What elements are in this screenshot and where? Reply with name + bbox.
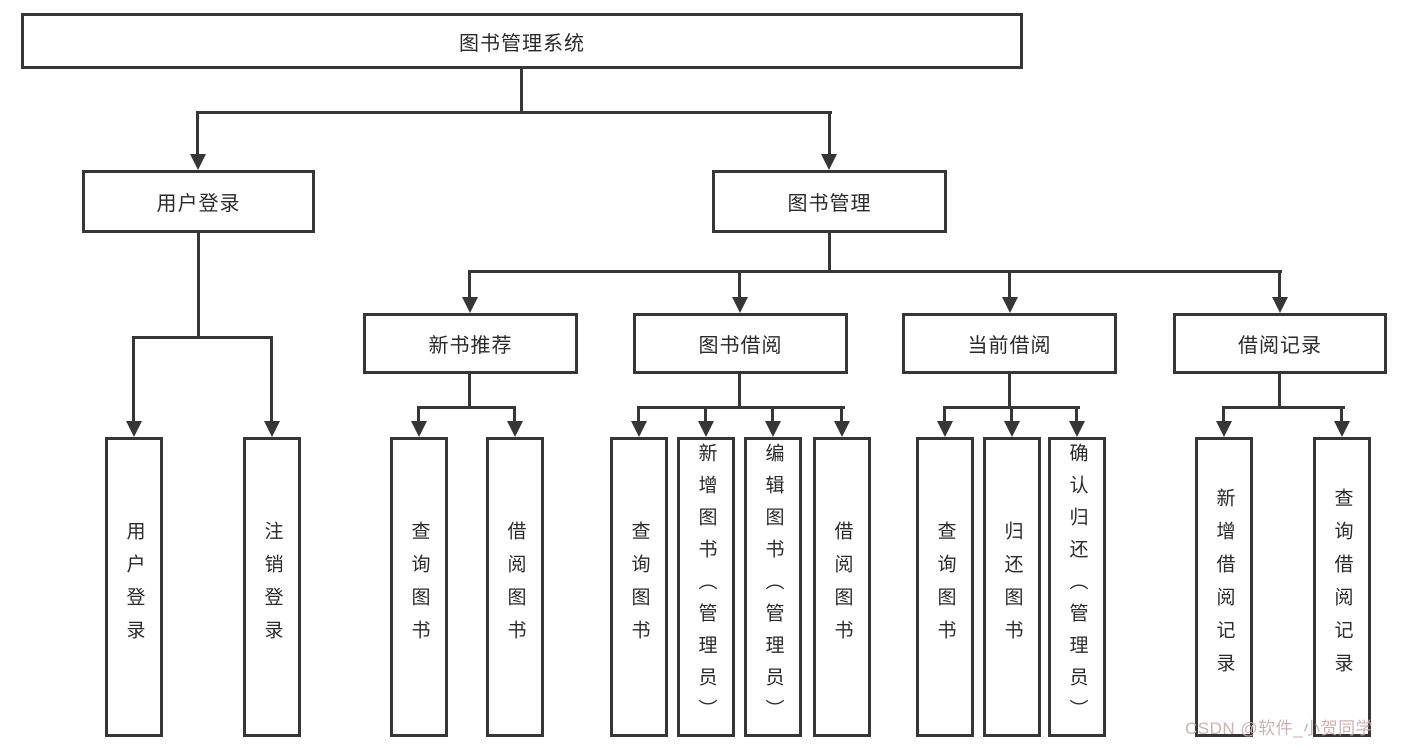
connector-current-borrowing-drop <box>1008 270 1011 297</box>
connector-book-management-stem <box>828 233 831 270</box>
leaf-borrowing-borrow-books: 借阅图书 <box>813 437 871 737</box>
leaf-records-query-record: 查询借阅记录 <box>1313 437 1371 737</box>
arrowhead-new-book-recommend <box>462 297 478 313</box>
arrowhead-user-login <box>190 154 206 170</box>
leaf-borrowing-add-books-admin-label: 新增图书（管理员） <box>695 443 717 731</box>
connector-borrowing-edit-drop <box>771 406 774 421</box>
node-book-management-label: 图书管理 <box>787 193 872 215</box>
connector-borrowing-query-drop <box>637 406 640 421</box>
arrowhead-book-borrowing <box>732 297 748 313</box>
node-new-book-recommend: 新书推荐 <box>363 313 578 374</box>
leaf-recommend-query-books: 查询图书 <box>390 437 448 737</box>
connector-current-query-drop <box>943 406 946 421</box>
leaf-records-add-record: 新增借阅记录 <box>1195 437 1253 737</box>
node-current-borrowing: 当前借阅 <box>902 313 1117 374</box>
arrowhead-recommend-borrow <box>507 421 523 437</box>
leaf-logout: 注销登录 <box>243 437 301 737</box>
arrowhead-borrowing-add <box>698 421 714 437</box>
arrowhead-borrowing-query <box>631 421 647 437</box>
csdn-watermark: CSDN @软件_小贺同学 <box>1185 719 1374 738</box>
node-book-management: 图书管理 <box>712 170 947 233</box>
leaf-borrowing-query-books-label: 查询图书 <box>628 521 650 653</box>
node-borrowing-records-label: 借阅记录 <box>1238 335 1322 357</box>
connector-current-return-drop <box>1010 406 1013 421</box>
connector-records-add-drop <box>1222 406 1225 421</box>
connector-recommend-hbar <box>417 406 516 409</box>
arrowhead-current-return <box>1004 421 1020 437</box>
connector-records-hbar <box>1222 406 1345 409</box>
leaf-borrowing-query-books: 查询图书 <box>610 437 668 737</box>
leaf-records-add-record-label: 新增借阅记录 <box>1213 488 1235 686</box>
arrowhead-borrowing-records <box>1272 297 1288 313</box>
node-current-borrowing-label: 当前借阅 <box>967 335 1052 357</box>
leaf-recommend-borrow-books-label: 借阅图书 <box>504 521 526 653</box>
leaf-current-query-books: 查询图书 <box>916 437 974 737</box>
connector-book-borrowing-drop <box>738 270 741 297</box>
leaf-logout-label: 注销登录 <box>261 521 283 653</box>
leaf-user-login-label: 用户登录 <box>123 521 145 653</box>
leaf-records-query-record-label: 查询借阅记录 <box>1331 488 1353 686</box>
leaf-borrowing-edit-books-admin-label: 编辑图书（管理员） <box>762 443 784 731</box>
arrowhead-current-borrowing <box>1002 297 1018 313</box>
arrowhead-borrowing-edit <box>765 421 781 437</box>
arrowhead-leaf-logout <box>264 421 280 437</box>
leaf-current-return-books-label: 归还图书 <box>1001 521 1023 653</box>
node-user-login: 用户登录 <box>82 170 315 233</box>
connector-root-hbar <box>196 111 832 114</box>
connector-new-book-recommend-drop <box>468 270 471 297</box>
connector-book-borrowing-stem <box>738 374 741 406</box>
leaf-borrowing-edit-books-admin: 编辑图书（管理员） <box>744 437 802 737</box>
arrowhead-current-confirm <box>1069 421 1085 437</box>
connector-borrowing-records-stem <box>1278 374 1281 406</box>
leaf-current-confirm-return-admin: 确认归还（管理员） <box>1048 437 1106 737</box>
connector-user-login-stem <box>197 233 200 336</box>
connector-book-management-drop <box>828 111 831 155</box>
arrowhead-records-add <box>1216 421 1232 437</box>
connector-borrowing-hbar <box>637 406 845 409</box>
leaf-recommend-query-books-label: 查询图书 <box>408 521 430 653</box>
arrowhead-leaf-user-login <box>126 421 142 437</box>
arrowhead-borrowing-borrow <box>834 421 850 437</box>
connector-recommend-borrow-drop <box>513 406 516 421</box>
connector-user-login-hbar <box>132 336 273 339</box>
connector-new-book-recommend-stem <box>468 374 471 406</box>
connector-current-borrowing-stem <box>1008 374 1011 406</box>
connector-borrowing-add-drop <box>704 406 707 421</box>
connector-root-stem <box>520 68 523 111</box>
connector-borrowing-borrow-drop <box>840 406 843 421</box>
node-book-borrowing: 图书借阅 <box>633 313 848 374</box>
node-root: 图书管理系统 <box>21 13 1023 69</box>
arrowhead-records-query <box>1334 421 1350 437</box>
connector-user-login-drop <box>196 111 199 155</box>
node-new-book-recommend-label: 新书推荐 <box>428 335 513 357</box>
arrowhead-book-management <box>821 154 837 170</box>
node-user-login-label: 用户登录 <box>156 193 241 215</box>
connector-leaf-user-login-drop <box>132 336 135 421</box>
leaf-current-confirm-return-admin-label: 确认归还（管理员） <box>1066 443 1088 731</box>
connector-borrowing-records-drop <box>1278 270 1281 297</box>
node-root-label: 图书管理系统 <box>459 32 585 55</box>
leaf-current-return-books: 归还图书 <box>983 437 1041 737</box>
leaf-recommend-borrow-books: 借阅图书 <box>486 437 544 737</box>
arrowhead-current-query <box>937 421 953 437</box>
connector-recommend-query-drop <box>417 406 420 421</box>
connector-records-query-drop <box>1340 406 1343 421</box>
node-book-borrowing-label: 图书借阅 <box>698 335 783 357</box>
leaf-current-query-books-label: 查询图书 <box>934 521 956 653</box>
leaf-borrowing-add-books-admin: 新增图书（管理员） <box>677 437 735 737</box>
node-borrowing-records: 借阅记录 <box>1173 313 1387 374</box>
connector-leaf-logout-drop <box>270 336 273 421</box>
connector-level3-hbar <box>468 270 1282 273</box>
arrowhead-recommend-query <box>411 421 427 437</box>
leaf-borrowing-borrow-books-label: 借阅图书 <box>831 521 853 653</box>
leaf-user-login: 用户登录 <box>105 437 163 737</box>
connector-current-confirm-drop <box>1075 406 1078 421</box>
